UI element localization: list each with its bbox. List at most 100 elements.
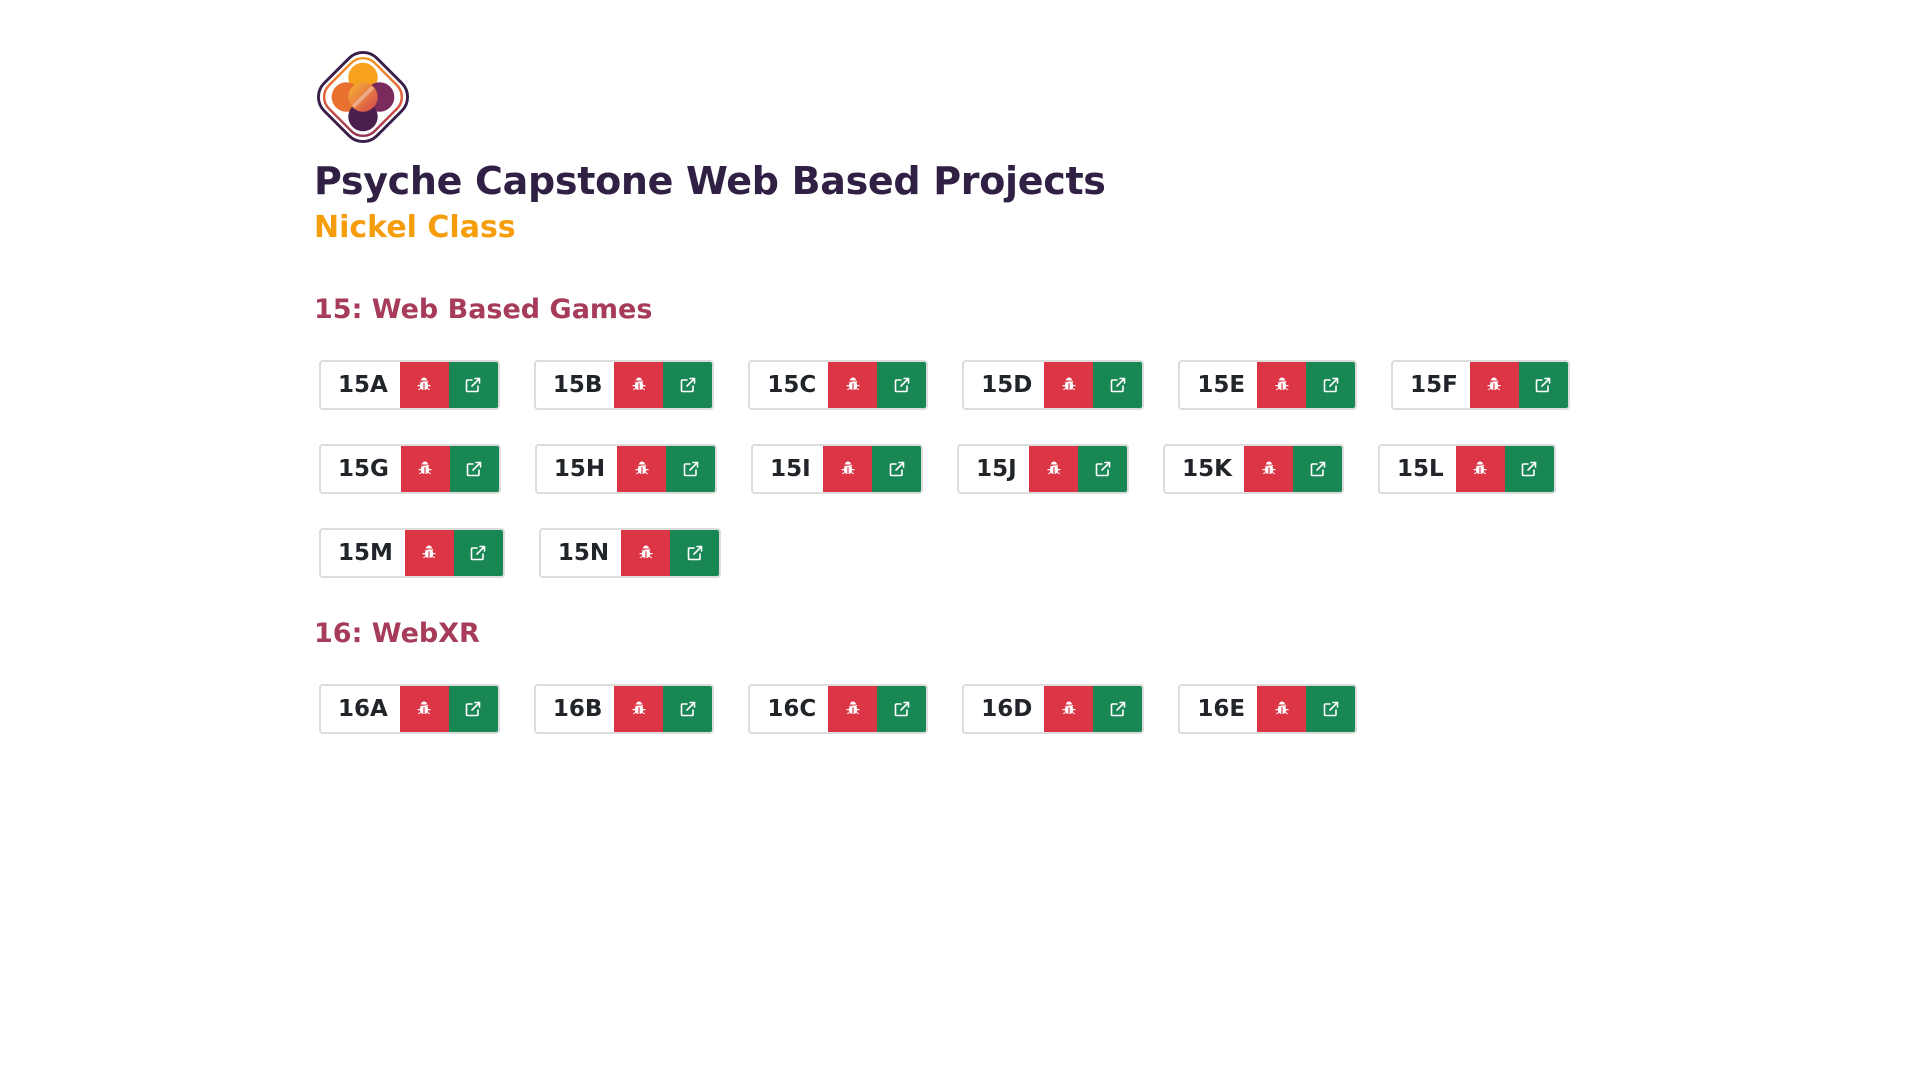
project-card-15j: 15J xyxy=(957,444,1130,494)
open-project-button[interactable] xyxy=(663,686,713,732)
report-bug-button[interactable] xyxy=(1257,686,1307,732)
external-link-icon xyxy=(1323,377,1338,393)
external-link-icon xyxy=(687,545,702,561)
report-bug-button[interactable] xyxy=(404,530,454,576)
report-bug-button[interactable] xyxy=(1455,446,1505,492)
open-project-button[interactable] xyxy=(666,446,716,492)
open-project-button[interactable] xyxy=(1504,446,1554,492)
project-card-15d: 15D xyxy=(962,360,1145,410)
open-project-button[interactable] xyxy=(1306,686,1356,732)
open-project-button[interactable] xyxy=(1093,362,1143,408)
project-label: 16C xyxy=(767,696,817,722)
section-heading-16: 16: WebXR xyxy=(314,618,480,649)
project-card-16a: 16A xyxy=(319,684,500,734)
project-label: 15E xyxy=(1197,372,1246,398)
external-link-icon xyxy=(466,377,481,393)
open-project-button[interactable] xyxy=(1518,362,1568,408)
report-bug-button[interactable] xyxy=(614,362,664,408)
bug-icon xyxy=(1262,461,1275,475)
report-bug-button[interactable] xyxy=(1257,362,1307,408)
project-card-15g: 15G xyxy=(319,444,501,494)
project-card-15k: 15K xyxy=(1163,444,1344,494)
bug-icon xyxy=(846,701,860,715)
external-link-icon xyxy=(889,461,904,477)
open-project-button[interactable] xyxy=(453,530,503,576)
external-link-icon xyxy=(894,377,910,393)
project-label: 15N xyxy=(557,540,610,566)
bug-icon xyxy=(1047,461,1061,475)
report-bug-button[interactable] xyxy=(617,446,667,492)
open-project-button[interactable] xyxy=(1306,362,1356,408)
external-link-icon xyxy=(1110,377,1126,393)
bug-icon xyxy=(632,701,646,715)
report-bug-button[interactable] xyxy=(828,686,878,732)
external-link-icon xyxy=(683,461,698,477)
project-card-15m: 15M xyxy=(319,528,505,578)
open-project-button[interactable] xyxy=(1093,686,1143,732)
project-label: 16D xyxy=(981,696,1033,722)
psyche-logo xyxy=(316,50,410,144)
project-card-15l: 15L xyxy=(1378,444,1556,494)
page-subtitle: Nickel Class xyxy=(314,210,516,245)
project-card-16e: 16E xyxy=(1178,684,1358,734)
open-project-button[interactable] xyxy=(872,446,922,492)
bug-icon xyxy=(846,377,860,391)
bug-icon xyxy=(418,461,432,475)
project-label: 15H xyxy=(553,456,606,482)
bug-icon xyxy=(422,545,436,559)
external-link-icon xyxy=(1095,461,1110,477)
project-card-16c: 16C xyxy=(748,684,929,734)
report-bug-button[interactable] xyxy=(823,446,873,492)
report-bug-button[interactable] xyxy=(399,686,449,732)
report-bug-button[interactable] xyxy=(400,446,450,492)
open-project-button[interactable] xyxy=(1293,446,1342,492)
report-bug-button[interactable] xyxy=(828,362,878,408)
report-bug-button[interactable] xyxy=(1044,362,1094,408)
open-project-button[interactable] xyxy=(877,686,927,732)
report-bug-button[interactable] xyxy=(399,362,449,408)
bug-icon xyxy=(639,545,653,559)
open-project-button[interactable] xyxy=(877,362,927,408)
project-card-15f: 15F xyxy=(1391,360,1570,410)
open-project-button[interactable] xyxy=(1078,446,1128,492)
bug-icon xyxy=(632,377,646,391)
bug-icon xyxy=(417,701,431,715)
open-project-button[interactable] xyxy=(448,362,498,408)
bug-icon xyxy=(1473,461,1487,475)
bug-icon xyxy=(417,377,431,391)
project-label: 16B xyxy=(552,696,603,722)
project-card-15n: 15N xyxy=(538,528,722,578)
project-card-15a: 15A xyxy=(319,360,500,410)
bug-icon xyxy=(635,461,649,475)
bug-icon xyxy=(1062,701,1076,715)
project-card-15h: 15H xyxy=(534,444,718,494)
report-bug-button[interactable] xyxy=(614,686,664,732)
open-project-button[interactable] xyxy=(663,362,713,408)
report-bug-button[interactable] xyxy=(1029,446,1079,492)
external-link-icon xyxy=(1535,377,1551,393)
project-card-15c: 15C xyxy=(748,360,929,410)
project-label: 15K xyxy=(1182,456,1232,482)
open-project-button[interactable] xyxy=(448,686,498,732)
external-link-icon xyxy=(1323,701,1338,717)
report-bug-button[interactable] xyxy=(1044,686,1094,732)
project-label: 15C xyxy=(767,372,817,398)
external-link-icon xyxy=(894,701,910,717)
external-link-icon xyxy=(471,545,486,561)
section-heading-15: 15: Web Based Games xyxy=(314,294,653,325)
report-bug-button[interactable] xyxy=(1244,446,1293,492)
report-bug-button[interactable] xyxy=(1469,362,1519,408)
project-card-16d: 16D xyxy=(962,684,1145,734)
external-link-icon xyxy=(1110,701,1126,717)
open-project-button[interactable] xyxy=(670,530,720,576)
project-label: 15J xyxy=(976,456,1017,482)
external-link-icon xyxy=(466,701,481,717)
project-label: 16E xyxy=(1197,696,1246,722)
project-label: 15G xyxy=(338,456,389,482)
external-link-icon xyxy=(467,461,482,477)
project-card-15i: 15I xyxy=(751,444,924,494)
project-label: 15D xyxy=(981,372,1033,398)
report-bug-button[interactable] xyxy=(621,530,671,576)
open-project-button[interactable] xyxy=(449,446,499,492)
